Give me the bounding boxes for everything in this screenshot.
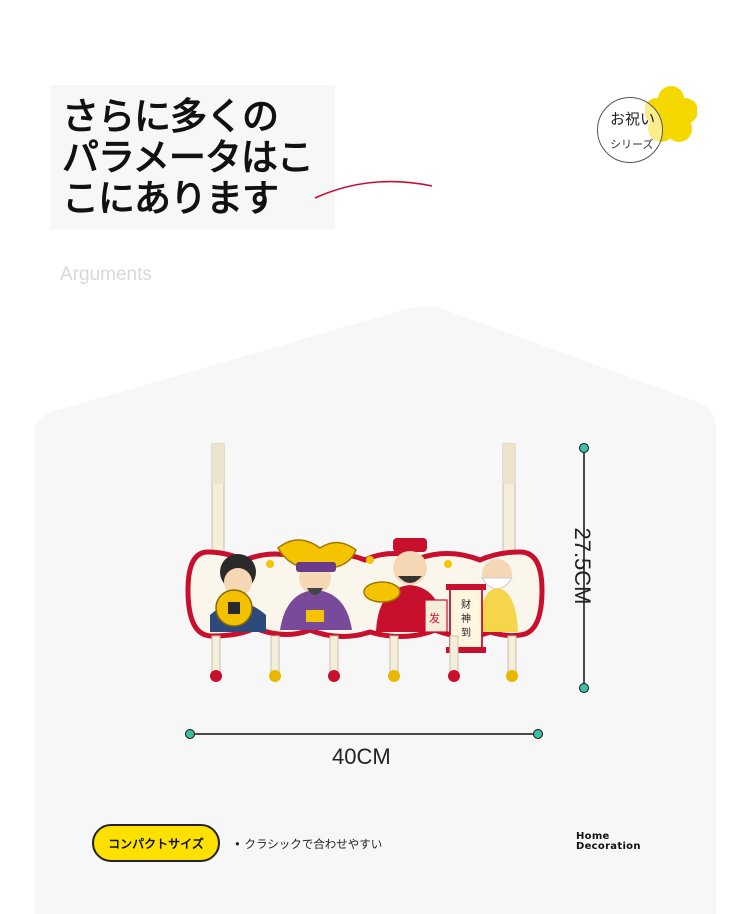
section-subtitle: Arguments xyxy=(60,264,152,285)
badge-circle xyxy=(597,97,663,163)
svg-text:到: 到 xyxy=(461,627,471,639)
height-dimension-line xyxy=(579,443,589,693)
width-label: 40CM xyxy=(332,744,391,769)
headline-line-1: さらに多くの xyxy=(62,95,279,138)
feature-bullet: • クラシックで合わせやすい xyxy=(234,837,383,851)
badge-subtitle: シリーズ xyxy=(610,138,654,151)
door-hanger-illustration: 发 财 神 到 xyxy=(185,443,545,682)
width-dimension-line xyxy=(185,729,543,739)
decorative-arc xyxy=(314,180,433,199)
badge-title: お祝い xyxy=(610,110,656,128)
brand-line-1: Home xyxy=(576,831,610,842)
svg-text:神: 神 xyxy=(461,612,471,625)
height-label: 27.5CM xyxy=(570,527,595,605)
size-pill: コンパクトサイズ xyxy=(92,824,220,862)
headline-background xyxy=(50,85,335,230)
headline-line-3: こにあります xyxy=(62,177,279,220)
svg-text:发: 发 xyxy=(429,611,440,625)
svg-text:财: 财 xyxy=(461,598,471,611)
headline-line-2: パラメータはこ xyxy=(62,136,314,179)
brand-mark: Home Decoration xyxy=(576,832,641,852)
headline: さらに多くの パラメータはこ こにあります xyxy=(62,96,342,219)
brand-line-2: Decoration xyxy=(576,841,641,852)
